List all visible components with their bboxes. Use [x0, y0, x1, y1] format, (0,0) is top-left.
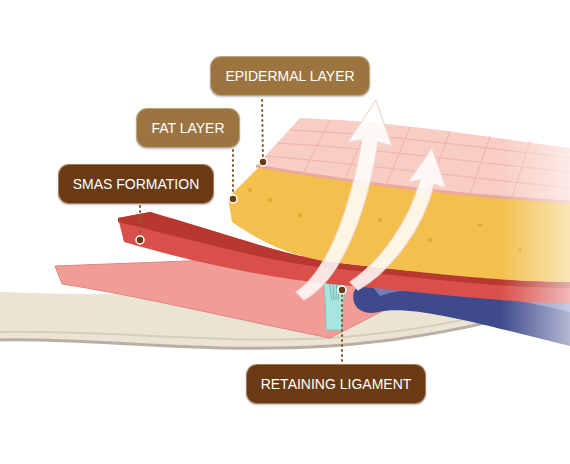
label-text: RETAINING LIGAMENT: [261, 375, 412, 393]
fat-dot: [478, 223, 482, 227]
label-pill: EPIDERMAL LAYER: [210, 56, 369, 96]
label-text: SMAS FORMATION: [73, 175, 200, 193]
label-pill: SMAS FORMATION: [58, 164, 215, 204]
fat-dot: [428, 238, 432, 242]
label-text: EPIDERMAL LAYER: [225, 67, 354, 85]
fat-dot: [298, 213, 302, 217]
leader-line: [341, 295, 343, 361]
fat-texture: [248, 188, 522, 252]
fat-dot: [248, 188, 252, 192]
leader-dot: [136, 236, 144, 244]
grid-line: [470, 136, 490, 195]
fat-dot: [378, 218, 382, 222]
label-pill: RETAINING LIGAMENT: [246, 364, 427, 404]
label-pill: FAT LAYER: [136, 108, 239, 148]
fat-dot: [268, 198, 272, 202]
right-fade: [500, 100, 570, 360]
leader-line: [262, 100, 263, 158]
grid-line: [302, 120, 330, 176]
label-text: FAT LAYER: [151, 119, 224, 137]
leader-line: [232, 150, 234, 195]
grid-line: [386, 127, 410, 186]
leader-dot: [338, 286, 346, 294]
leader-dot: [229, 195, 237, 203]
lift-arrow: [350, 148, 446, 290]
lift-arrows: [296, 100, 446, 300]
leader-line: [139, 206, 141, 236]
leader-dot: [259, 158, 267, 166]
